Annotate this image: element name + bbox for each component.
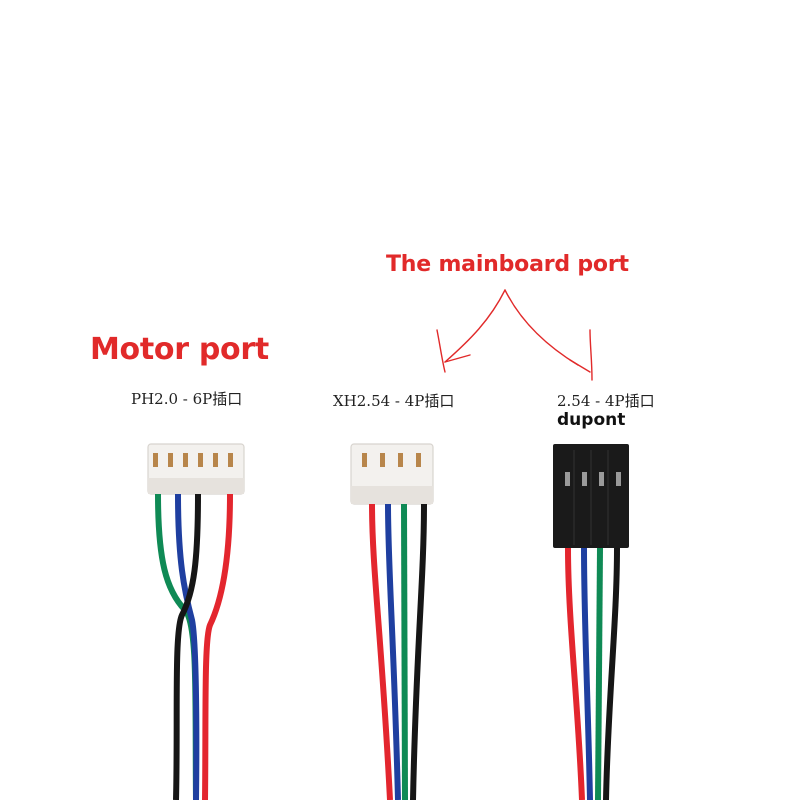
ph-connector-label: PH2.0 - 6P插口 [131, 390, 243, 408]
xh-connector-label: XH2.54 - 4P插口 [333, 392, 455, 410]
ph-wire-black [173, 493, 201, 800]
xh-wires [369, 503, 427, 800]
ph-wire-red [202, 493, 233, 800]
xh-wire-red [369, 503, 393, 800]
dupont-sublabel: dupont [557, 410, 626, 430]
dupont-connector [553, 444, 629, 548]
xh-wire-green [401, 503, 408, 800]
arrow-right-stroke [504, 289, 579, 366]
dupont-wire-black [603, 547, 620, 800]
xh-connector [350, 443, 434, 505]
dupont-connector-label: 2.54 - 4P插口 [557, 392, 655, 410]
arrow-left-head [436, 329, 471, 373]
ph-connector [147, 443, 245, 495]
xh-wire-blue [385, 503, 401, 800]
ph-wires [155, 493, 233, 800]
xh-wire-black [410, 503, 427, 800]
arrow-right-head [569, 329, 593, 381]
ph-wire-blue [175, 493, 200, 800]
mainboard-port-title: The mainboard port [386, 252, 629, 277]
dupont-wire-blue [581, 547, 593, 800]
dupont-wires [565, 547, 620, 800]
annotation-arrows [436, 289, 593, 381]
motor-port-title: Motor port [90, 332, 269, 367]
dupont-wire-green [595, 547, 603, 800]
arrow-left-stroke [444, 289, 506, 363]
dupont-wire-red [565, 547, 585, 800]
